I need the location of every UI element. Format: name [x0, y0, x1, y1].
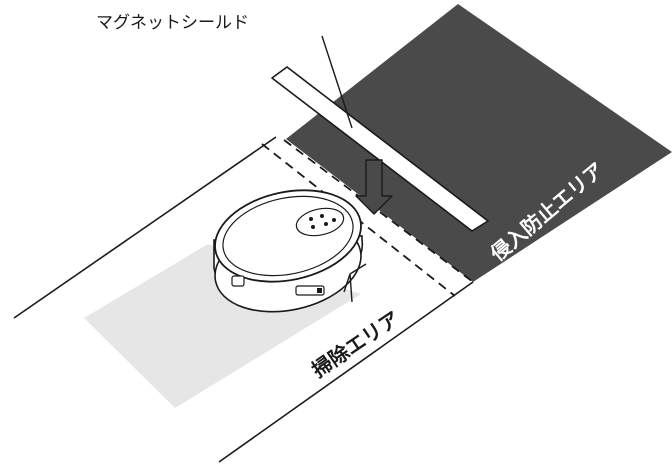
magnet-shield-label: マグネットシールド: [96, 13, 249, 33]
boundary-dashed-line-2: [283, 139, 474, 283]
callout-leader-line: [321, 35, 353, 129]
no-entry-area-region: [286, 4, 672, 282]
robot-vacuum: [213, 189, 367, 313]
down-arrow-icon: [355, 159, 393, 215]
floor-edge-right: [218, 281, 474, 463]
control-panel: [295, 207, 345, 237]
floor-edge-left: [13, 136, 277, 319]
magnet-strip: [271, 66, 489, 232]
